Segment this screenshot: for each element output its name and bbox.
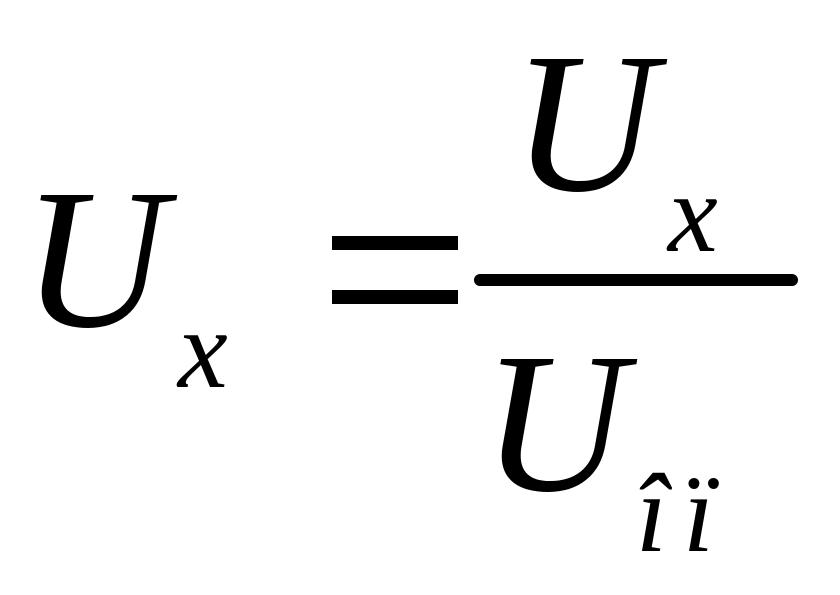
lhs-subscript: x bbox=[178, 288, 228, 412]
equals-sign bbox=[332, 236, 458, 304]
fraction-bar bbox=[474, 274, 798, 286]
equals-top-bar bbox=[332, 236, 458, 250]
equals-bottom-bar bbox=[332, 290, 458, 304]
lhs-symbol: U bbox=[22, 149, 167, 370]
denominator-subscript: îï bbox=[636, 452, 731, 576]
denominator-symbol: U bbox=[482, 313, 627, 534]
numerator-symbol: U bbox=[512, 13, 657, 234]
numerator-subscript: x bbox=[668, 152, 718, 276]
